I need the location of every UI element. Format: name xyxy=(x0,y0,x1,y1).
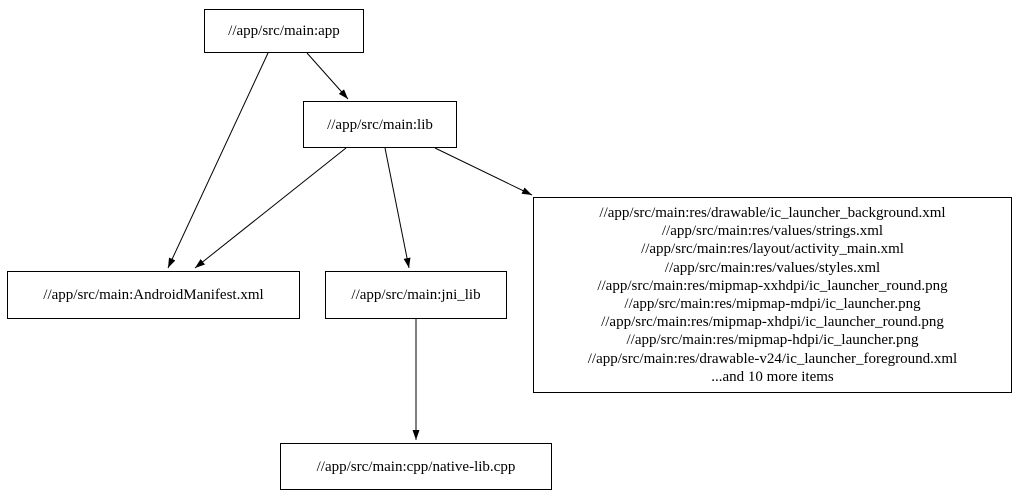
edge-lib-to-manifest xyxy=(194,147,347,269)
edge-lib-to-jni-lib xyxy=(384,147,411,269)
graph-node-app[interactable]: //app/src/main:app xyxy=(204,9,364,53)
res-file-line: //app/src/main:res/layout/activity_main.… xyxy=(641,241,904,258)
graph-node-androidmanifest-label: //app/src/main:AndroidManifest.xml xyxy=(43,287,264,303)
res-file-line: //app/src/main:res/drawable/ic_launcher_… xyxy=(599,204,946,221)
graph-node-lib[interactable]: //app/src/main:lib xyxy=(303,101,457,148)
graph-node-jni-lib[interactable]: //app/src/main:jni_lib xyxy=(325,271,507,319)
res-file-line: //app/src/main:res/values/strings.xml xyxy=(661,223,884,240)
res-file-line: //app/src/main:res/values/styles.xml xyxy=(664,259,881,276)
graph-node-jni-lib-label: //app/src/main:jni_lib xyxy=(351,287,481,303)
res-file-line: //app/src/main:res/mipmap-xhdpi/ic_launc… xyxy=(601,314,944,331)
res-file-line: //app/src/main:res/drawable-v24/ic_launc… xyxy=(587,350,958,367)
graph-node-app-label: //app/src/main:app xyxy=(228,23,340,39)
graph-node-res-files-group[interactable]: //app/src/main:res/drawable/ic_launcher_… xyxy=(533,197,1012,393)
res-file-line: //app/src/main:res/mipmap-hdpi/ic_launch… xyxy=(626,332,919,349)
res-file-line: //app/src/main:res/mipmap-mdpi/ic_launch… xyxy=(624,296,921,312)
graph-node-androidmanifest[interactable]: //app/src/main:AndroidManifest.xml xyxy=(7,271,300,319)
res-group-more-items-label: ...and 10 more items xyxy=(711,368,834,385)
edge-lib-to-res-group xyxy=(434,147,533,196)
graph-node-lib-label: //app/src/main:lib xyxy=(327,116,433,133)
graph-node-native-lib-cpp[interactable]: //app/src/main:cpp/native-lib.cpp xyxy=(280,443,552,490)
edge-app-to-manifest xyxy=(167,52,269,269)
edge-app-to-lib xyxy=(306,52,349,100)
res-file-line: //app/src/main:res/mipmap-xxhdpi/ic_laun… xyxy=(597,277,948,294)
graph-node-native-lib-cpp-label: //app/src/main:cpp/native-lib.cpp xyxy=(316,458,516,475)
